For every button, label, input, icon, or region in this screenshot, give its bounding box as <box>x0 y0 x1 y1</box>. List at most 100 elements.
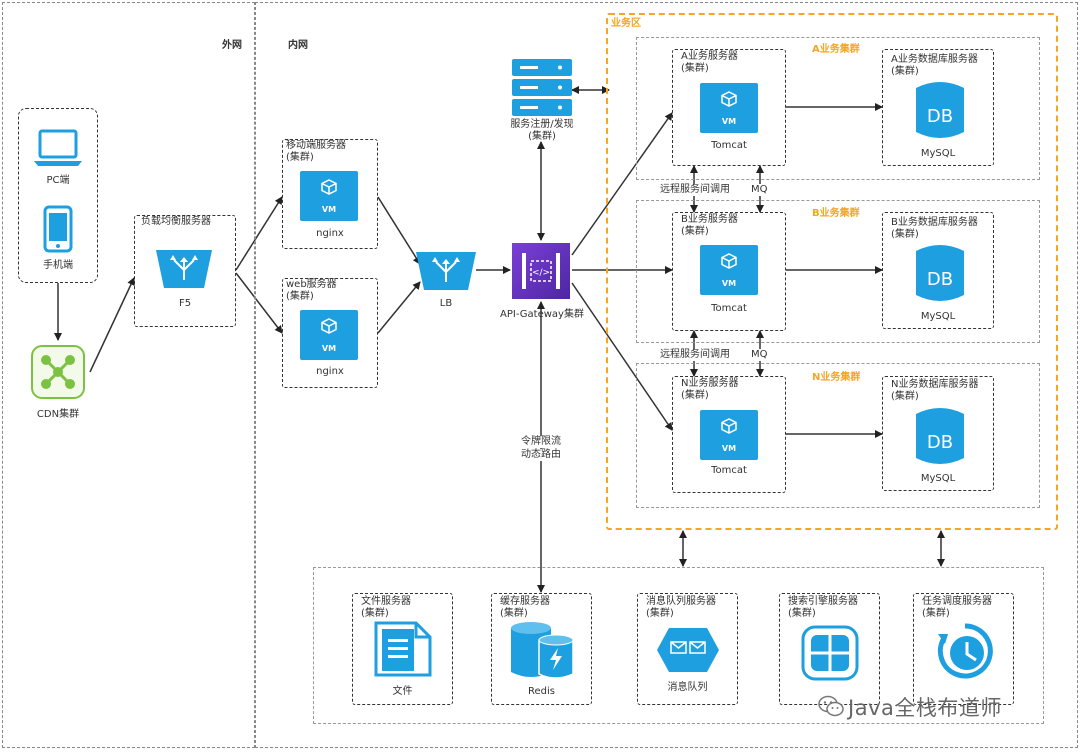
cache-server-box <box>491 593 592 705</box>
clock-icon <box>936 622 994 680</box>
cluster-n-app-label: Tomcat <box>711 465 747 476</box>
cluster-n-app-box <box>672 376 786 493</box>
cluster-b-name: B业务集群 <box>812 208 860 219</box>
vm-text: VM <box>721 444 737 453</box>
cluster-a-name: A业务集群 <box>812 44 860 55</box>
watermark-text: Java全栈布道师 <box>848 696 1002 720</box>
cluster-n-db-sub: (集群) <box>891 391 919 402</box>
file-server-title: 文件服务器 <box>361 596 411 607</box>
message-queue-icon <box>657 628 719 672</box>
file-server-label: 文件 <box>392 686 413 697</box>
gateway-label: API-Gateway集群 <box>500 309 584 320</box>
mq-server-box <box>637 593 738 705</box>
mq-server-sub: (集群) <box>646 608 674 619</box>
rpc-call-label-1: 远程服务间调用 <box>660 184 730 196</box>
database-icon: DB <box>916 80 964 140</box>
cluster-a-db-box <box>882 49 994 166</box>
cluster-a-area <box>636 37 1040 180</box>
vm-text: VM <box>321 344 337 353</box>
redis-label: Redis <box>528 686 555 697</box>
vm-icon: VM <box>700 245 758 295</box>
vm-icon: VM <box>300 171 358 221</box>
vm-icon: VM <box>700 83 758 133</box>
cluster-a-app-label: Tomcat <box>711 140 747 151</box>
cluster-b-area <box>636 200 1040 343</box>
cluster-n-app-sub: (集群) <box>681 390 709 401</box>
cluster-b-app-box <box>672 212 786 331</box>
lb-icon <box>416 252 476 290</box>
db-icon-text: DB <box>927 432 953 453</box>
registry-label: 服务注册/发现 <box>510 119 574 130</box>
search-server-title: 搜索引擎服务器 <box>788 596 858 607</box>
mobile-phone-icon <box>43 205 73 253</box>
cluster-a-db-title: A业务数据库服务器 <box>891 54 978 65</box>
vm-text: VM <box>321 205 337 214</box>
svg-text:</>: </> <box>532 268 550 278</box>
cluster-n-app-title: N业务服务器 <box>681 378 739 389</box>
rpc-call-label-2: 远程服务间调用 <box>660 349 730 361</box>
mobile-client-label: 手机端 <box>43 260 73 271</box>
cluster-n-name: N业务集群 <box>812 372 861 383</box>
db-icon-text: DB <box>927 269 953 290</box>
shared-services-zone <box>313 567 1044 724</box>
cluster-a-db-sub: (集群) <box>891 66 919 77</box>
lb-label: LB <box>439 298 453 309</box>
web-server-subtitle: (集群) <box>286 291 314 302</box>
cache-server-sub: (集群) <box>500 608 528 619</box>
mobile-server-title: 移动端服务器 <box>286 140 346 151</box>
business-zone-label: 业务区 <box>611 18 641 29</box>
database-icon: DB <box>916 406 964 466</box>
external-network-zone <box>2 2 255 748</box>
cluster-b-app-title: B业务服务器 <box>681 214 738 225</box>
mobile-nginx-label: nginx <box>316 228 344 239</box>
wechat-icon <box>818 695 844 717</box>
db-icon-text: DB <box>927 106 953 127</box>
cache-server-title: 缓存服务器 <box>500 596 550 607</box>
business-zone <box>606 13 1058 530</box>
cdn-label: CDN集群 <box>36 409 80 420</box>
gateway-note-line1: 令牌限流 <box>511 436 571 448</box>
cluster-b-app-label: Tomcat <box>711 303 747 314</box>
scheduler-server-title: 任务调度服务器 <box>922 596 992 607</box>
internal-zone-label: 内网 <box>288 40 308 51</box>
vm-icon: VM <box>700 410 758 460</box>
cluster-b-db-box <box>882 212 994 329</box>
scheduler-server-sub: (集群) <box>922 608 950 619</box>
vm-text: VM <box>721 117 737 126</box>
cluster-n-db-label: MySQL <box>920 473 956 484</box>
redis-cache-icon <box>511 620 575 680</box>
cluster-b-db-label: MySQL <box>920 311 956 322</box>
cluster-a-app-title: A业务服务器 <box>681 51 738 62</box>
server-rack-icon <box>512 59 572 117</box>
web-nginx-label: nginx <box>316 366 344 377</box>
database-icon: DB <box>916 243 964 303</box>
cluster-a-app-sub: (集群) <box>681 63 709 74</box>
web-server-box <box>282 278 378 388</box>
pc-client-label: PC端 <box>46 175 70 186</box>
cluster-a-db-label: MySQL <box>920 148 956 159</box>
mq-server-label: 消息队列 <box>667 682 708 693</box>
web-server-title: web服务器 <box>286 279 337 290</box>
mobile-server-subtitle: (集群) <box>286 152 314 163</box>
f5-label: F5 <box>178 298 192 309</box>
file-server-sub: (集群) <box>361 608 389 619</box>
cluster-b-db-title: B业务数据库服务器 <box>891 217 978 228</box>
rpc-mq-label-1: MQ <box>751 184 768 196</box>
registry-sublabel: (集群) <box>528 131 556 142</box>
internal-network-zone <box>255 2 1078 748</box>
vm-icon: VM <box>300 310 358 360</box>
scheduler-server-box <box>913 593 1014 705</box>
file-server-box <box>352 593 453 705</box>
search-server-sub: (集群) <box>788 608 816 619</box>
mq-server-title: 消息队列服务器 <box>646 596 716 607</box>
cluster-n-area <box>636 363 1040 508</box>
rpc-mq-label-2: MQ <box>751 349 768 361</box>
search-engine-icon <box>801 625 859 681</box>
laptop-icon <box>32 128 84 168</box>
api-gateway-icon: </> <box>512 243 570 299</box>
document-icon <box>372 621 434 677</box>
cluster-a-app-box <box>672 49 786 166</box>
cdn-network-icon <box>30 344 86 400</box>
cluster-n-db-box <box>882 376 994 491</box>
gateway-note-line2: 动态路由 <box>511 449 571 461</box>
